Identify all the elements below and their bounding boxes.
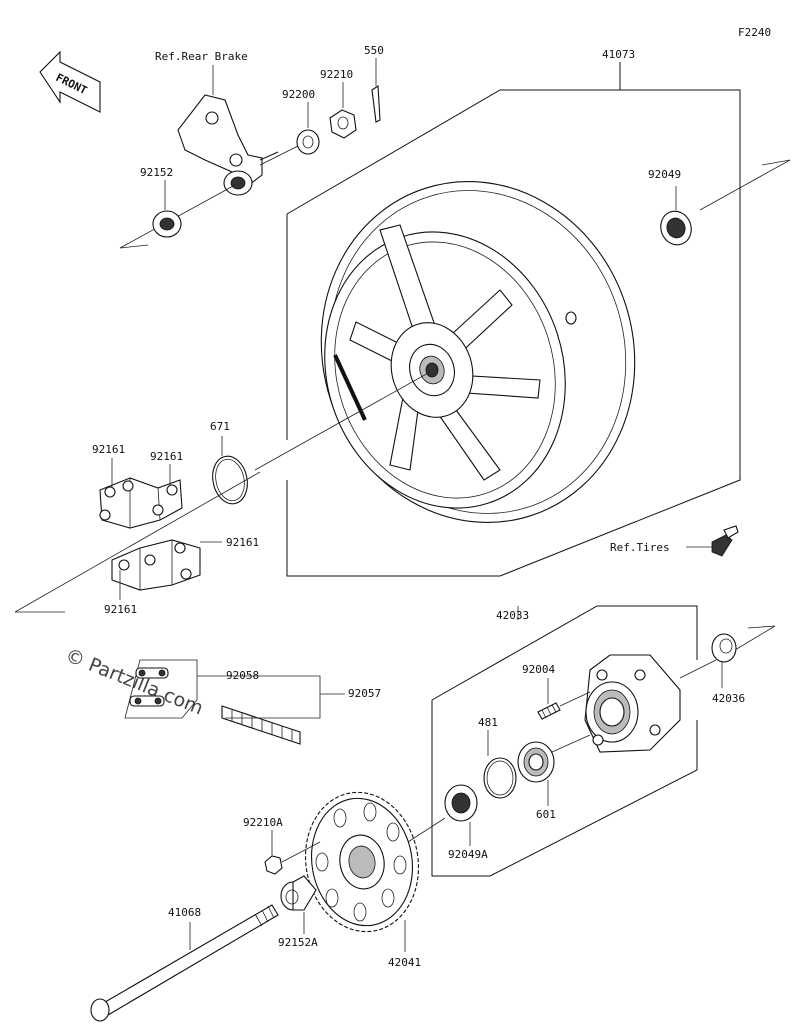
stud-92004 bbox=[537, 678, 561, 720]
chain-link-joint bbox=[124, 659, 198, 719]
washer-92200 bbox=[296, 102, 320, 155]
label-42033: 42033 bbox=[496, 609, 529, 622]
label-42041: 42041 bbox=[388, 956, 421, 969]
collar-42036 bbox=[711, 633, 737, 688]
cotter-pin-550 bbox=[371, 58, 381, 123]
front-arrow-icon bbox=[39, 50, 101, 113]
label-92161-c: 92161 bbox=[226, 536, 259, 549]
bearing-601 bbox=[517, 741, 555, 806]
rear-wheel bbox=[320, 181, 636, 523]
valve-stem-icon bbox=[711, 525, 739, 557]
seal-92049 bbox=[660, 186, 692, 246]
wheel-assembly-frame bbox=[286, 62, 741, 577]
ref-tires: Ref.Tires bbox=[610, 541, 670, 554]
circlip-481 bbox=[483, 730, 517, 799]
axle-centerline bbox=[254, 159, 791, 471]
caliper-bracket bbox=[177, 94, 279, 196]
label-92004: 92004 bbox=[522, 663, 555, 676]
label-92058: 92058 bbox=[226, 669, 259, 682]
hub-assembly-frame bbox=[431, 605, 698, 877]
label-671: 671 bbox=[210, 420, 230, 433]
label-550: 550 bbox=[364, 44, 384, 57]
collar-92152A bbox=[280, 875, 317, 934]
label-92161-b: 92161 bbox=[150, 450, 183, 463]
damper-rubbers bbox=[99, 477, 201, 591]
rear-sprocket bbox=[304, 791, 420, 933]
label-41073: 41073 bbox=[602, 48, 635, 61]
label-601: 601 bbox=[536, 808, 556, 821]
label-92152: 92152 bbox=[140, 166, 173, 179]
label-92200: 92200 bbox=[282, 88, 315, 101]
ref-rear-brake: Ref.Rear Brake bbox=[155, 50, 248, 63]
sprocket-hub bbox=[584, 654, 681, 753]
label-92152A: 92152A bbox=[278, 936, 318, 949]
label-92161-d: 92161 bbox=[104, 603, 137, 616]
rear-axle bbox=[90, 904, 279, 1022]
label-92049: 92049 bbox=[648, 168, 681, 181]
drive-chain bbox=[221, 705, 301, 745]
label-92210A: 92210A bbox=[243, 816, 283, 829]
o-ring-671 bbox=[212, 436, 248, 505]
label-92161-a: 92161 bbox=[92, 443, 125, 456]
label-92049A: 92049A bbox=[448, 848, 488, 861]
nut-92210 bbox=[329, 82, 357, 139]
label-92057: 92057 bbox=[348, 687, 381, 700]
label-92210: 92210 bbox=[320, 68, 353, 81]
nut-92210A bbox=[264, 830, 283, 875]
label-481: 481 bbox=[478, 716, 498, 729]
seal-92049A bbox=[444, 784, 478, 846]
figure-code: F2240 bbox=[738, 26, 771, 39]
collar-92152 bbox=[152, 180, 182, 238]
label-41068: 41068 bbox=[168, 906, 201, 919]
label-42036: 42036 bbox=[712, 692, 745, 705]
